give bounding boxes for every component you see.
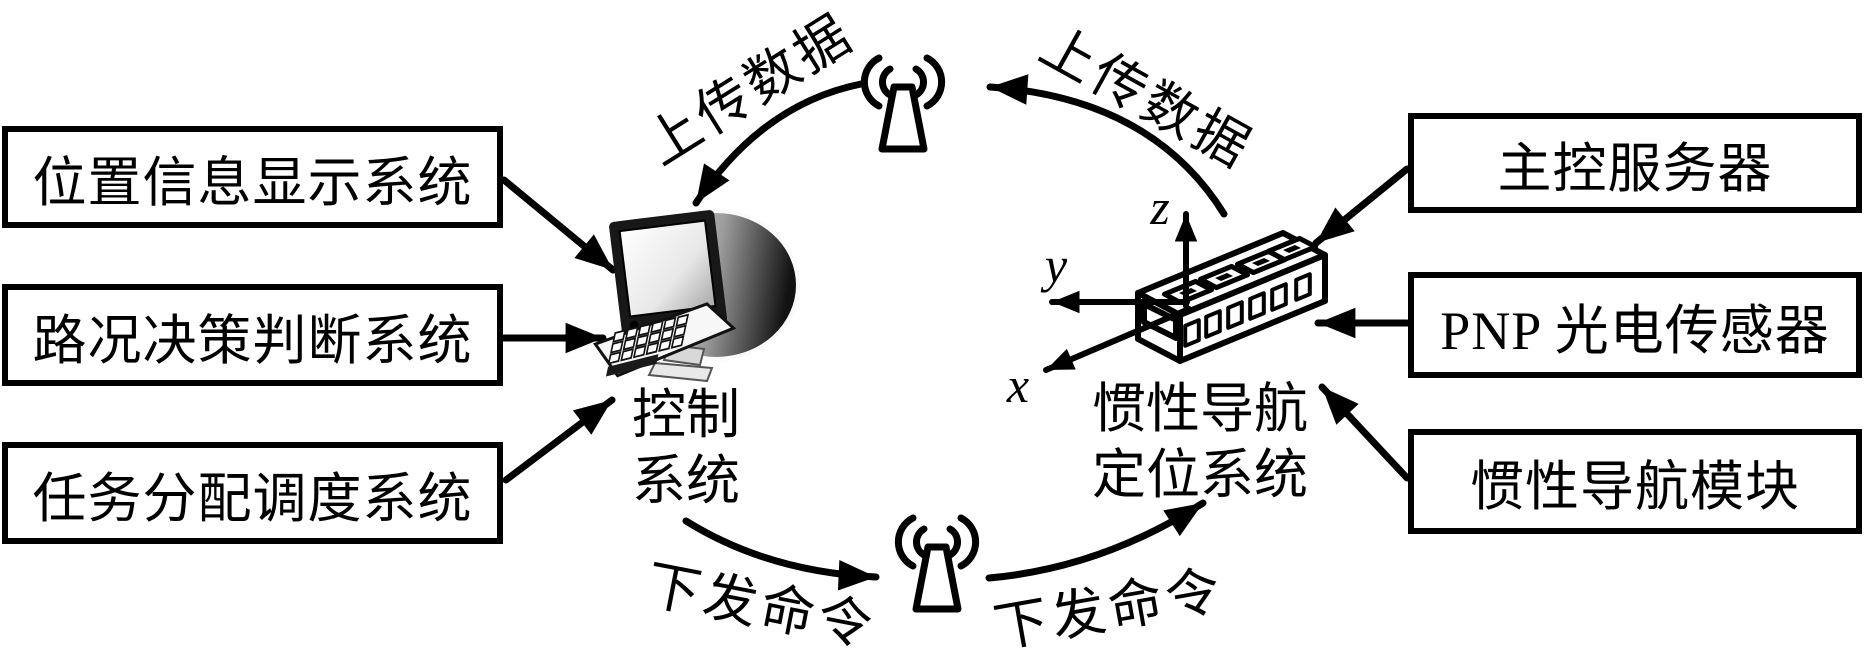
y-axis-label: y <box>1044 237 1068 293</box>
arc-command-control-to-antenna <box>682 517 880 591</box>
control-system-label-line1: 控制 <box>632 385 740 445</box>
top-antenna-icon <box>860 54 946 153</box>
arc-command-antenna-to-imu <box>985 499 1207 582</box>
z-axis-label: z <box>1150 179 1170 235</box>
box-inertial-module: 惯性导航模块 <box>1408 429 1862 534</box>
arrow-server-to-imu <box>1312 165 1411 247</box>
arrow-task-to-control <box>502 396 616 484</box>
inertial-module-icon <box>1135 230 1328 364</box>
inertial-system-label: 惯性导航 定位系统 <box>1065 376 1335 508</box>
desktop-computer-icon <box>592 209 800 383</box>
box-position-display-system: 位置信息显示系统 <box>2 126 503 228</box>
arc-upload-imu-to-antenna <box>986 74 1228 218</box>
inertial-system-label-line1: 惯性导航 <box>1092 379 1308 439</box>
axes-arrows <box>1043 211 1198 373</box>
control-system-label-line2: 系统 <box>632 451 740 511</box>
bottom-antenna-icon <box>894 514 980 613</box>
x-axis-arrow <box>1043 306 1192 373</box>
inertial-system-label-line2: 定位系统 <box>1092 445 1308 505</box>
box-main-server: 主控服务器 <box>1408 113 1862 213</box>
box-pnp-sensor: PNP 光电传感器 <box>1408 272 1862 378</box>
arrow-module-to-imu <box>1318 383 1411 482</box>
control-system-label: 控制 系统 <box>586 382 786 514</box>
box-task-scheduling-system: 任务分配调度系统 <box>2 442 503 544</box>
arc-upload-antenna-to-control <box>692 80 865 207</box>
x-axis-label: x <box>1006 357 1030 413</box>
box-road-decision-system: 路况决策判断系统 <box>2 284 503 386</box>
arrow-position-to-control <box>500 176 617 274</box>
